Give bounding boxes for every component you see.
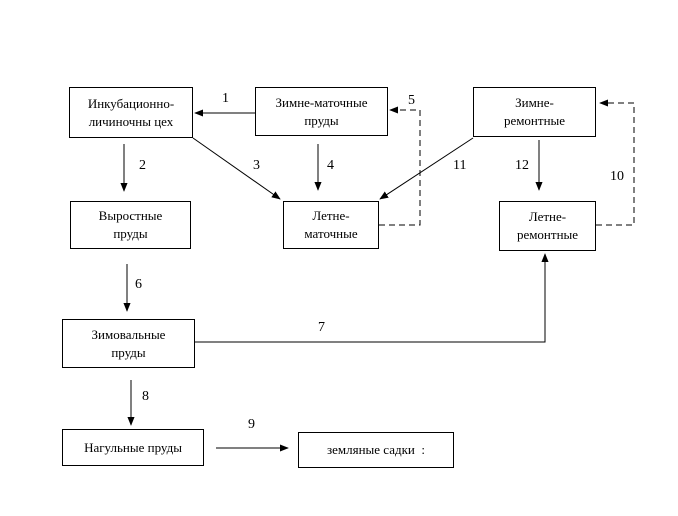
arrow-label-3: 3 [253,158,260,173]
arrow-3 [192,137,281,200]
arrow-10 [596,99,635,226]
arrow-5 [379,106,421,226]
box-growing-label: Выростные пруды [98,208,163,241]
box-earth-cages-label: земляные садки : [326,442,425,457]
arrow-label-2: 2 [139,158,146,173]
box-wintering-label: Зимовальные пруды [91,326,166,360]
box-winter-brood-label: Зимне-маточные пруды [275,94,368,128]
arrow-label-6: 6 [135,277,142,292]
box-incubation-label: Инкубационно- личиночны цех [87,95,175,129]
box-winter-repair-label: Зимне- ремонтные [503,95,566,128]
box-summer-repair-ponds: Летне- ремонтные [499,201,596,251]
box-feeding-ponds: Нагульные пруды [62,429,204,466]
box-growing-ponds: Выростные пруды [70,201,191,249]
arrow-11 [379,137,474,200]
box-summer-brood-ponds: Летне- маточные [283,201,379,249]
arrow-label-1: 1 [222,91,229,106]
arrow-label-5: 5 [408,93,415,108]
arrow-label-8: 8 [142,389,149,404]
arrow-label-7: 7 [318,320,325,335]
box-earth-cages: земляные садки : [298,432,454,468]
arrow-label-12: 12 [515,158,529,173]
box-incubation-hatchery: Инкубационно- личиночны цех [69,87,193,138]
box-winter-repair-ponds: Зимне- ремонтные [473,87,596,137]
arrow-label-9: 9 [248,417,255,432]
box-winter-brood-ponds: Зимне-маточные пруды [255,87,388,136]
box-summer-brood-label: Летне- маточные [304,208,358,241]
box-wintering-ponds: Зимовальные пруды [62,319,195,368]
arrow-7 [195,253,549,343]
box-summer-repair-label: Летне- ремонтные [516,209,579,242]
box-feeding-label: Нагульные пруды [84,439,182,455]
arrow-label-4: 4 [327,158,334,173]
arrow-label-10: 10 [610,169,624,184]
arrow-label-11: 11 [453,158,467,173]
